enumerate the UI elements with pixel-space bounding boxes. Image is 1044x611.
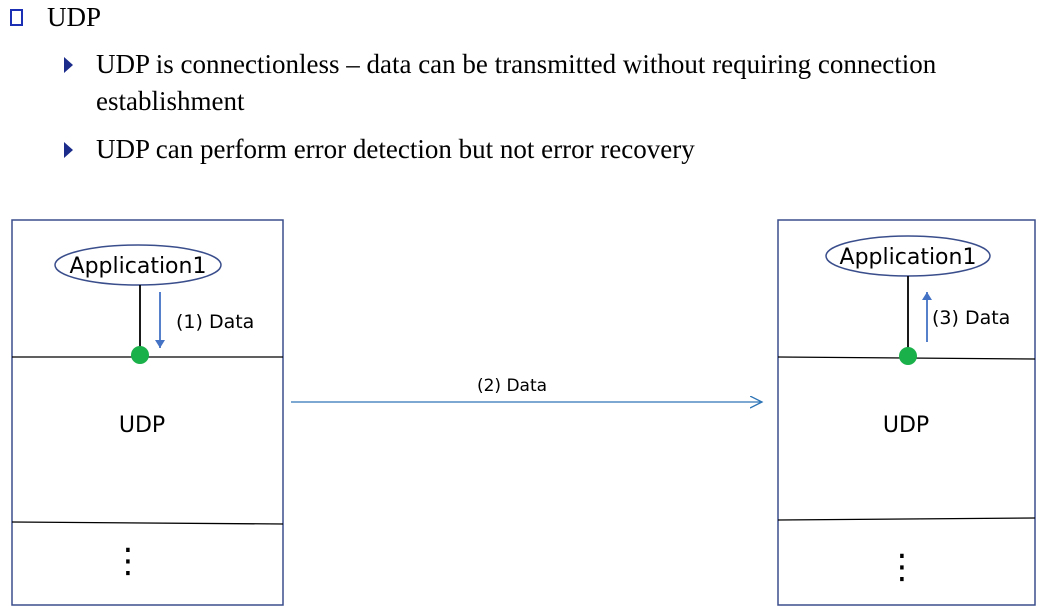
- sender-udp-layer-divider: [11, 521, 284, 525]
- receiver-app-label: Application1: [840, 245, 977, 270]
- receiver-port-dot: [899, 347, 917, 365]
- sender-step-label: (1) Data: [176, 311, 254, 333]
- receiver-host: Application1 (3) Data UDP ⋮: [777, 219, 1036, 606]
- bullet-text-1: UDP is connectionless – data can be tran…: [96, 49, 937, 116]
- receiver-more-layers-label: ⋮: [885, 547, 919, 587]
- sender-port-dot: [131, 346, 149, 364]
- network-transfer: (2) Data: [291, 376, 762, 402]
- sender-app-label: Application1: [70, 254, 207, 279]
- sender-more-layers-label: ⋮: [111, 541, 145, 581]
- sender-udp-label: UDP: [119, 413, 165, 438]
- triangle-bullet-icon: [64, 57, 73, 73]
- square-bullet-icon: [10, 8, 23, 26]
- transfer-label: (2) Data: [477, 376, 547, 396]
- receiver-udp-layer-divider: [777, 517, 1036, 521]
- receiver-step-label: (3) Data: [932, 307, 1010, 329]
- bullet-item-2: UDP can perform error detection but not …: [64, 131, 956, 168]
- receiver-host-box: [777, 219, 1036, 606]
- heading-text: UDP: [47, 1, 102, 32]
- bullet-text-2: UDP can perform error detection but not …: [96, 134, 695, 164]
- sender-host: Application1 (1) Data UDP ⋮: [11, 219, 284, 606]
- sender-app-ellipse: [54, 244, 222, 286]
- triangle-bullet-icon: [64, 142, 73, 158]
- bullet-item-1: UDP is connectionless – data can be tran…: [64, 46, 956, 120]
- slide-heading: UDP: [10, 0, 101, 34]
- sender-host-box: [11, 219, 284, 606]
- receiver-udp-label: UDP: [883, 413, 929, 438]
